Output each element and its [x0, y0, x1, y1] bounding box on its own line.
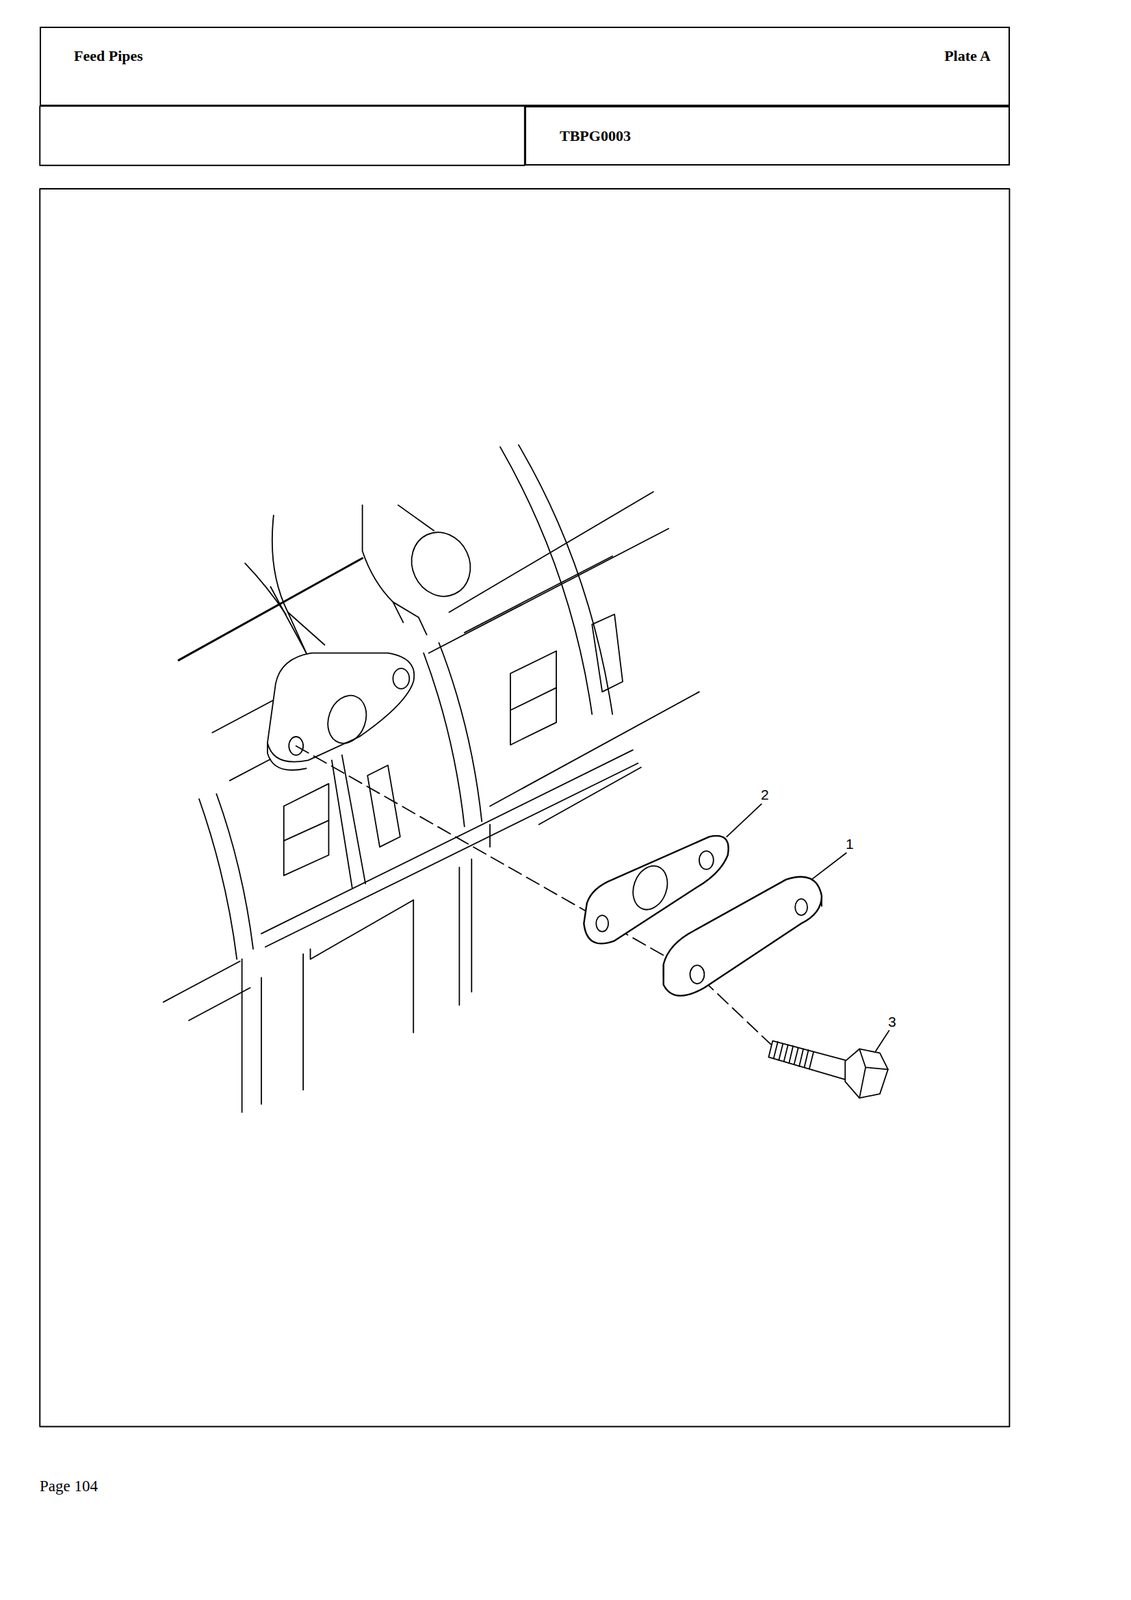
header-text: Feed Pipes — [73, 47, 143, 65]
header-text: TBPG0003 — [559, 127, 631, 146]
callout-number: 1 — [845, 836, 854, 853]
pipe-flange — [267, 653, 414, 771]
header-title-cell: Feed Pipes Plate A — [39, 26, 1010, 107]
empty-header-cell — [39, 106, 525, 166]
engine-structure — [163, 444, 700, 1113]
header-code-cell: TBPG0003 — [524, 106, 1010, 166]
callout-number: 2 — [760, 786, 770, 804]
header-text: Plate A — [944, 47, 991, 65]
leader-lines — [726, 803, 889, 1051]
feed-pipes — [244, 504, 481, 653]
assembly-line — [296, 745, 776, 1049]
page-number: Page 104 — [39, 1477, 98, 1496]
blanking-plate — [663, 877, 822, 997]
bolt — [768, 1041, 889, 1099]
illustration-frame — [39, 188, 1010, 1427]
callout-number: 3 — [888, 1014, 897, 1031]
